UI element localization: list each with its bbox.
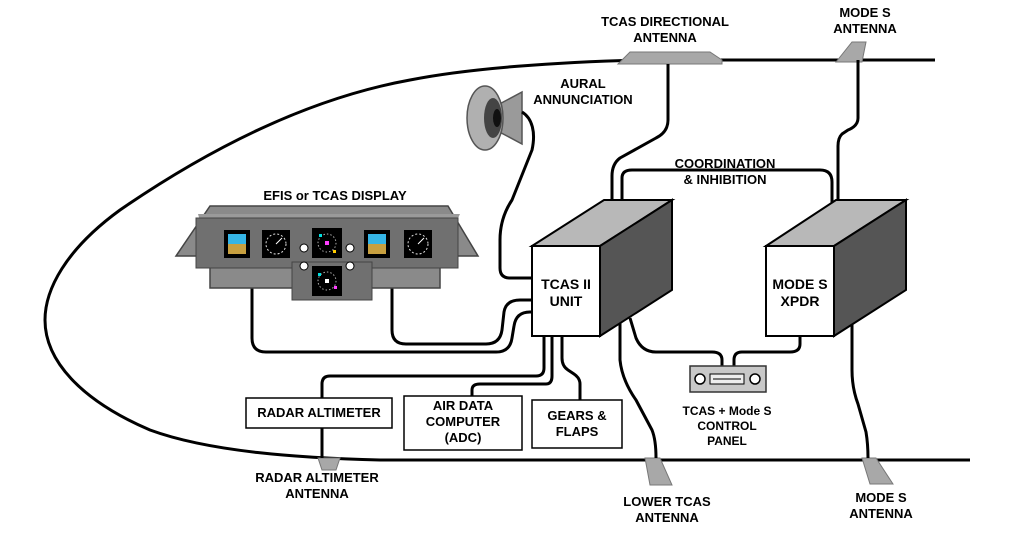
- mode-s-antenna-top: [834, 41, 867, 63]
- gears-flaps-box: [531, 399, 623, 449]
- xpdr-line1: MODE S: [772, 276, 828, 292]
- mode-s-top-line2: ANTENNA: [833, 21, 897, 36]
- tcas-unit-line2: UNIT: [549, 293, 583, 309]
- gears-line1: GEARS &: [547, 408, 607, 423]
- aural-annunciation-label: AURAL ANNUNCIATION: [528, 76, 638, 108]
- xpdr-line2: XPDR: [780, 293, 820, 309]
- ra-antenna-line2: ANTENNA: [285, 486, 349, 501]
- radar-altimeter-box: [245, 397, 393, 429]
- aural-line2: ANNUNCIATION: [533, 92, 633, 107]
- speaker-icon: [466, 85, 523, 151]
- tcas-directional-line1: TCAS DIRECTIONAL: [601, 14, 729, 29]
- mode-s-bottom-line2: ANTENNA: [849, 506, 913, 521]
- mode-s-xpdr-label: MODE S XPDR: [766, 276, 834, 310]
- lower-tcas-antenna: [644, 457, 673, 486]
- control-panel: [689, 365, 767, 393]
- lower-tcas-line2: ANTENNA: [635, 510, 699, 525]
- coordination-line2: & INHIBITION: [683, 172, 767, 187]
- control-panel-line3: PANEL: [707, 434, 747, 448]
- tcas-ii-unit-box: [528, 198, 676, 338]
- gears-line2: FLAPS: [555, 424, 599, 439]
- mode-s-antenna-bottom-label: MODE S ANTENNA: [836, 490, 926, 522]
- control-panel-label: TCAS + Mode S CONTROL PANEL: [672, 404, 782, 449]
- mode-s-top-line1: MODE S: [839, 5, 891, 20]
- coordination-label: COORDINATION & INHIBITION: [660, 156, 790, 188]
- adc-line3: (ADC): [444, 430, 482, 445]
- control-panel-line1: TCAS + Mode S: [682, 404, 772, 418]
- adc-line2: COMPUTER: [425, 414, 501, 429]
- mode-s-antenna-bottom: [861, 457, 894, 485]
- adc-label: AIR DATA COMPUTER (ADC): [404, 398, 522, 446]
- wiring: [250, 60, 870, 459]
- mode-s-antenna-top-label: MODE S ANTENNA: [820, 5, 910, 37]
- mode-s-xpdr-box: [762, 198, 910, 338]
- air-data-computer-box: [403, 395, 523, 451]
- mode-s-bottom-line1: MODE S: [855, 490, 907, 505]
- coordination-line1: COORDINATION: [674, 156, 776, 171]
- tcas-directional-antenna-label: TCAS DIRECTIONAL ANTENNA: [590, 14, 740, 46]
- radar-altimeter-antenna: [317, 457, 341, 471]
- control-panel-line2: CONTROL: [697, 419, 757, 433]
- adc-line1: AIR DATA: [432, 398, 494, 413]
- lower-tcas-antenna-label: LOWER TCAS ANTENNA: [612, 494, 722, 526]
- tcas-unit-label: TCAS II UNIT: [532, 276, 600, 310]
- ra-antenna-line1: RADAR ALTIMETER: [255, 470, 379, 485]
- lower-tcas-line1: LOWER TCAS: [623, 494, 711, 509]
- efis-display-label: EFIS or TCAS DISPLAY: [263, 188, 407, 203]
- efis-display-panel: [174, 205, 480, 301]
- tcas-directional-antenna: [616, 51, 723, 65]
- fuselage-outline: [43, 58, 970, 462]
- tcas-unit-line1: TCAS II: [541, 276, 591, 292]
- tcas-directional-line2: ANTENNA: [633, 30, 697, 45]
- aural-line1: AURAL: [560, 76, 606, 91]
- radar-altimeter-antenna-label: RADAR ALTIMETER ANTENNA: [242, 470, 392, 502]
- radar-altimeter-label: RADAR ALTIMETER: [257, 405, 381, 420]
- gears-flaps-label: GEARS & FLAPS: [532, 408, 622, 440]
